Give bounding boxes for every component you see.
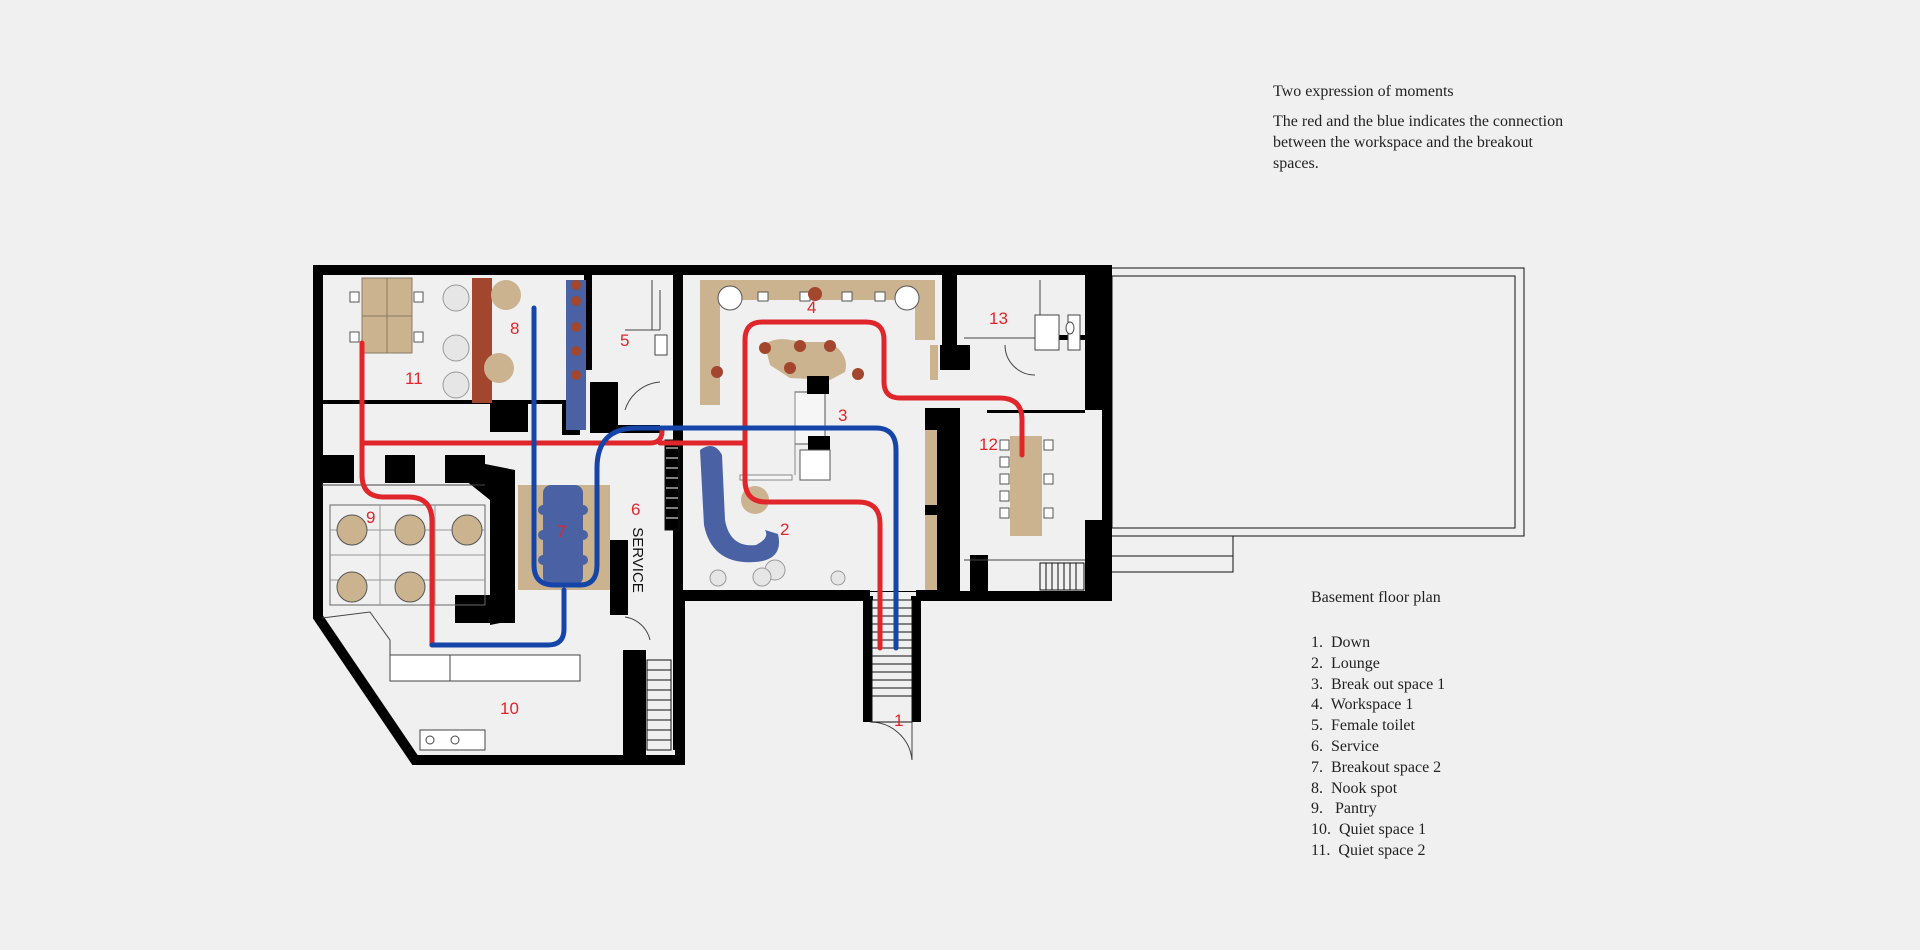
room-number-3: 3	[838, 406, 847, 425]
red-path	[359, 319, 1025, 651]
plan-legend: Basement floor plan 1. Down 2. Lounge 3.…	[1311, 589, 1445, 862]
legend-item: 8. Nook spot	[1311, 779, 1398, 797]
stair-service	[646, 659, 672, 751]
quiet-space-1-furniture	[321, 611, 581, 751]
legend-item: 2. Lounge	[1311, 654, 1380, 672]
room-number-1: 1	[894, 711, 903, 730]
stair-lounge	[664, 439, 680, 531]
room-number-12: 12	[979, 435, 998, 454]
room-number-13: 13	[989, 309, 1008, 328]
stair-meeting	[1039, 562, 1085, 591]
legend-title: Basement floor plan	[1311, 589, 1441, 606]
room-number-10: 10	[500, 699, 519, 718]
legend-item: 10. Quiet space 1	[1311, 821, 1427, 839]
room-number-9: 9	[366, 508, 375, 527]
room-number-6: 6	[631, 500, 640, 519]
note-title: Two expression of moments	[1273, 83, 1454, 100]
pantry-furniture	[329, 504, 486, 606]
partition-lines	[322, 280, 1085, 761]
room-number-4: 4	[807, 298, 816, 317]
note-description: The red and the blue indicates the conne…	[1273, 113, 1564, 172]
room-number-8: 8	[510, 319, 519, 338]
room-numbers: 1 2 3 4 5 6 7 8 9 10 11 12 13	[366, 298, 1008, 730]
toilet-fixtures	[654, 314, 1081, 356]
plan-note: Two expression of moments The red and th…	[1273, 83, 1573, 174]
room-number-7: 7	[557, 522, 566, 541]
meeting-room-furniture	[999, 436, 1054, 536]
blue-path	[429, 305, 899, 651]
legend-item: 5. Female toilet	[1311, 717, 1415, 735]
workspace-1-furniture	[700, 280, 938, 405]
legend-item: 9. Pantry	[1311, 800, 1377, 818]
quiet-space-2-furniture	[349, 277, 424, 354]
breakout-space-1-furniture	[739, 376, 831, 481]
legend-list: 1. Down 2. Lounge 3. Break out space 1 4…	[1311, 633, 1445, 862]
room-number-5: 5	[620, 331, 629, 350]
legend-item: 4. Workspace 1	[1311, 696, 1414, 714]
room-number-11: 11	[405, 369, 423, 388]
annex-outline	[1106, 267, 1525, 573]
legend-item: 11. Quiet space 2	[1311, 841, 1426, 859]
legend-item: 7. Breakout space 2	[1311, 758, 1442, 776]
service-label: SERVICE	[629, 527, 646, 593]
legend-item: 3. Break out space 1	[1311, 675, 1446, 693]
room-number-2: 2	[780, 520, 789, 539]
legend-item: 1. Down	[1311, 634, 1371, 651]
legend-item: 6. Service	[1311, 737, 1379, 755]
nook-spot-furniture	[442, 278, 586, 430]
